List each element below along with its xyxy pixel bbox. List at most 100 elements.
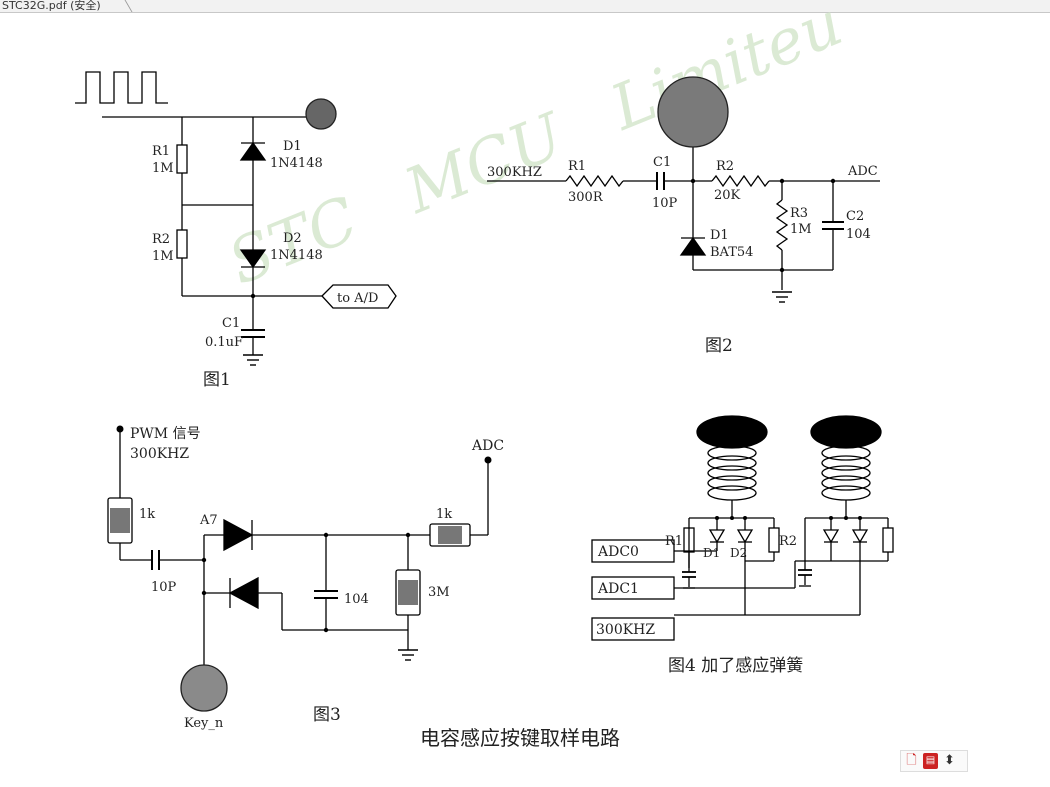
junction-dot bbox=[405, 532, 411, 538]
spring-coil-left bbox=[707, 445, 757, 501]
resistor-r2 bbox=[768, 527, 780, 553]
diode-d4 bbox=[851, 529, 869, 544]
fig1-d2-name: D2 bbox=[283, 231, 302, 246]
touch-pad bbox=[657, 76, 729, 148]
fig4-d2-name: D2 bbox=[730, 546, 747, 560]
junction-dot bbox=[858, 516, 862, 520]
fig3-res3-value: 3M bbox=[428, 585, 450, 600]
fig4-freq-label: 300KHZ bbox=[596, 622, 655, 638]
fig2-r2-value: 20K bbox=[714, 188, 741, 203]
window-tab-bar: STC32G.pdf (安全) bbox=[0, 0, 1050, 13]
resistor-r4 bbox=[882, 527, 894, 553]
fig3-res2-value: 1k bbox=[436, 507, 452, 522]
resistor-r1 bbox=[565, 174, 624, 188]
fig1-r1-value: 1M bbox=[152, 161, 174, 176]
diode-d1 bbox=[239, 141, 267, 161]
fig1-caption: 图1 bbox=[203, 370, 231, 390]
fig2-output-label: ADC bbox=[847, 164, 878, 179]
pdf-icon[interactable]: ▤ bbox=[923, 753, 938, 769]
fig2-r2-name: R2 bbox=[716, 159, 734, 174]
fig2-r1-value: 300R bbox=[568, 190, 604, 205]
junction-dot bbox=[730, 516, 734, 520]
junction-dot bbox=[201, 590, 207, 596]
fig2-caption: 图2 bbox=[705, 336, 733, 356]
fig1-d1-name: D1 bbox=[283, 139, 302, 154]
fig4-r2-name: R2 bbox=[779, 534, 797, 549]
figure-3 bbox=[107, 429, 489, 712]
fig3-pwm-label: PWM 信号 bbox=[130, 426, 201, 442]
fig3-key-label: Key_n bbox=[184, 716, 224, 731]
square-wave-icon bbox=[75, 71, 168, 104]
fig3-freq-label: 300KHZ bbox=[130, 446, 189, 462]
fig3-cap-value: 10P bbox=[151, 580, 177, 595]
fig2-c2-name: C2 bbox=[846, 209, 864, 224]
circuit-diagram: STC MCU Limiteu R1 1M R2 1M D1 bbox=[75, 12, 894, 750]
diode-d3 bbox=[822, 529, 840, 544]
freq-port bbox=[591, 617, 675, 641]
diode-d1 bbox=[679, 236, 707, 256]
junction-dot bbox=[715, 516, 719, 520]
figure-1 bbox=[75, 71, 397, 366]
junction-dot bbox=[201, 557, 207, 563]
junction-dot bbox=[323, 532, 329, 538]
touch-key-pad bbox=[180, 664, 228, 712]
junction-dot bbox=[250, 293, 256, 299]
fig2-c1-name: C1 bbox=[653, 155, 671, 170]
fig1-output-label: to A/D bbox=[337, 291, 378, 306]
junction-dot bbox=[743, 516, 747, 520]
resistor-r2 bbox=[176, 229, 188, 259]
fig3-caption: 图3 bbox=[313, 705, 341, 725]
fig1-c1-value: 0.1uF bbox=[205, 335, 243, 350]
diode-d2 bbox=[239, 249, 267, 269]
tab-edge bbox=[124, 0, 133, 12]
diode-a7 bbox=[223, 518, 254, 552]
document-tab-title[interactable]: STC32G.pdf (安全) bbox=[2, 0, 101, 12]
figure-2 bbox=[487, 76, 880, 303]
fig4-caption: 图4 加了感应弹簧 bbox=[668, 656, 803, 676]
diode-reverse bbox=[228, 576, 259, 610]
junction-dot bbox=[779, 267, 785, 273]
fig2-r3-name: R3 bbox=[790, 206, 808, 221]
diode-d2 bbox=[736, 529, 754, 544]
fig1-r2-value: 1M bbox=[152, 249, 174, 264]
fig2-input-label: 300KHZ bbox=[487, 165, 542, 180]
fig1-c1-name: C1 bbox=[222, 316, 240, 331]
junction-dot bbox=[323, 627, 329, 633]
spring-coil-right bbox=[821, 445, 871, 501]
junction-dot bbox=[690, 178, 696, 184]
resistor-r3 bbox=[775, 199, 789, 251]
fig4-r1-name: R1 bbox=[665, 534, 683, 549]
fig1-r1-name: R1 bbox=[152, 144, 170, 159]
fig1-d1-part: 1N4148 bbox=[270, 156, 323, 171]
junction-dot bbox=[830, 178, 836, 184]
junction-dot bbox=[844, 516, 848, 520]
fig2-r3-value: 1M bbox=[790, 222, 812, 237]
diode-d1 bbox=[708, 529, 726, 544]
viewer-toolbar: 🗋 ▤ ⬍ bbox=[900, 750, 968, 772]
touch-pad bbox=[305, 98, 337, 130]
document-icon[interactable]: 🗋 bbox=[906, 753, 917, 768]
fig3-cap2-value: 104 bbox=[344, 592, 369, 607]
sensor-disc-left bbox=[696, 415, 768, 449]
fig1-r2-name: R2 bbox=[152, 232, 170, 247]
fig2-d1-part: BAT54 bbox=[710, 245, 753, 260]
junction-dot bbox=[779, 178, 785, 184]
resistor-r2 bbox=[711, 174, 770, 188]
page-caption: 电容感应按键取样电路 bbox=[420, 726, 620, 750]
resistor-r1 bbox=[176, 144, 188, 174]
fig4-d1-name: D1 bbox=[703, 546, 720, 560]
figure-4 bbox=[591, 415, 894, 641]
fig4-adc0-label: ADC0 bbox=[597, 544, 639, 560]
fig2-r1-name: R1 bbox=[568, 159, 586, 174]
junction-dot bbox=[829, 516, 833, 520]
fig2-d1-name: D1 bbox=[710, 228, 729, 243]
stepper-icon[interactable]: ⬍ bbox=[944, 753, 955, 768]
fig2-c2-value: 104 bbox=[846, 227, 871, 242]
fig3-adc-label: ADC bbox=[471, 438, 504, 454]
output-flag-to-ad bbox=[321, 284, 397, 309]
fig3-res1-value: 1k bbox=[139, 507, 155, 522]
fig3-diode-label: A7 bbox=[199, 513, 218, 528]
adc-terminal bbox=[484, 456, 492, 464]
fig1-d2-part: 1N4148 bbox=[270, 248, 323, 263]
fig2-c1-value: 10P bbox=[652, 196, 678, 211]
